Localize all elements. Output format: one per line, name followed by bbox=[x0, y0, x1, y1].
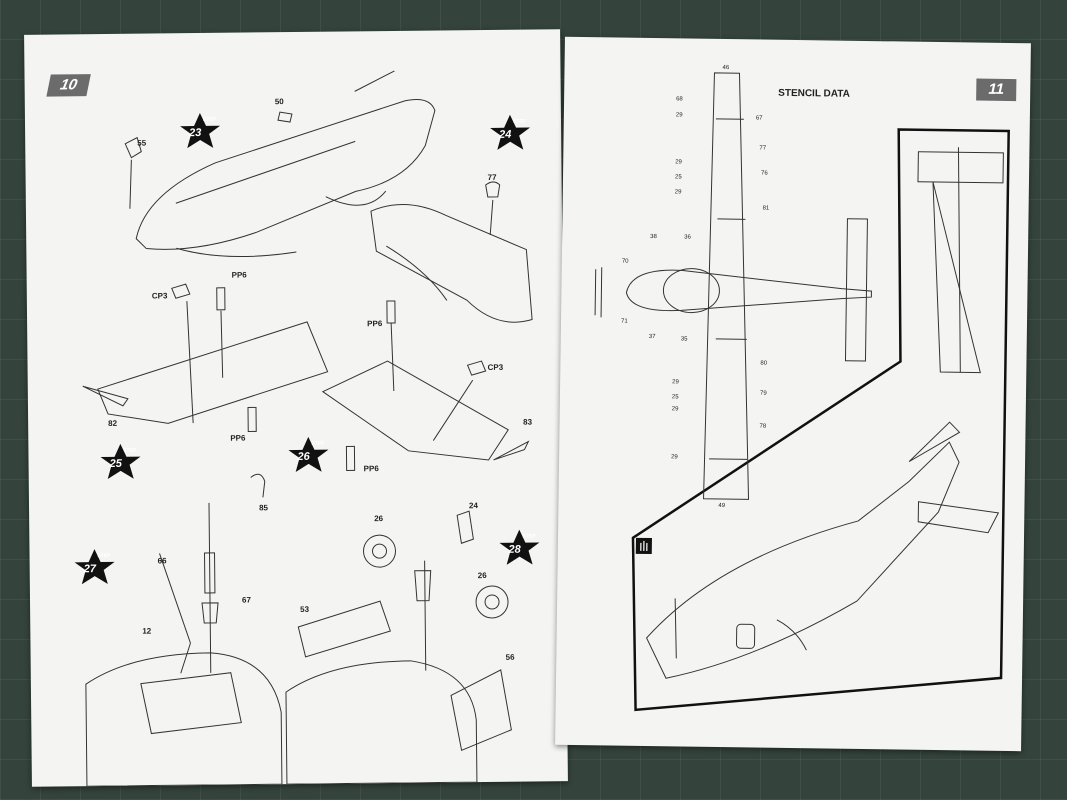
stencil-label: 79 bbox=[760, 391, 767, 397]
door-56-drawing bbox=[450, 669, 512, 751]
part-label: 66 bbox=[158, 556, 168, 565]
svg-text:25: 25 bbox=[109, 458, 123, 470]
stencil-label: 35 bbox=[681, 336, 688, 342]
stencil-label: 77 bbox=[759, 146, 766, 152]
gear-bay-left-drawing bbox=[85, 652, 283, 787]
left-page: 10 bbox=[24, 29, 568, 787]
stencil-label: 29 bbox=[675, 159, 682, 165]
part-label: CP3 bbox=[152, 291, 168, 300]
stencil-label: 49 bbox=[718, 503, 725, 509]
svg-text:STEP: STEP bbox=[203, 117, 217, 123]
part-label: 67 bbox=[242, 595, 252, 604]
fuselage-top-drawing bbox=[135, 98, 436, 250]
stencil-label: 29 bbox=[672, 406, 679, 412]
step-badge-26: STEP 26 bbox=[288, 436, 329, 473]
gear-bay-right-drawing bbox=[285, 660, 478, 785]
right-page: 11 STENCIL DATA bbox=[555, 36, 1031, 752]
part-label: 50 bbox=[275, 97, 285, 106]
stencil-label: 25 bbox=[675, 174, 682, 180]
svg-text:STEP: STEP bbox=[123, 448, 137, 454]
part-label: PP6 bbox=[230, 434, 246, 443]
stencil-label: 46 bbox=[723, 65, 730, 71]
stencil-label: 29 bbox=[675, 189, 682, 195]
engine-cowl-drawing bbox=[370, 203, 533, 323]
fuselage-perspective-drawing bbox=[645, 441, 960, 679]
stencil-label: 80 bbox=[760, 361, 767, 367]
svg-text:27: 27 bbox=[83, 563, 97, 575]
part-label: 83 bbox=[523, 418, 533, 427]
part-label: 82 bbox=[108, 419, 118, 428]
inset-frame bbox=[631, 128, 1010, 712]
part-label: 53 bbox=[300, 605, 310, 614]
stencil-labels: 46 68 29 67 77 29 76 25 29 81 38 36 70 7… bbox=[621, 65, 770, 509]
part-labels: 55 50 77 PP6 CP3 82 PP6 PP6 CP3 83 PP6 8… bbox=[108, 97, 533, 662]
stencil-label: 78 bbox=[760, 424, 767, 430]
svg-text:STEP: STEP bbox=[98, 553, 112, 559]
wheel-26-drawing bbox=[363, 534, 397, 568]
part-label: 85 bbox=[259, 503, 269, 512]
assembly-diagram: STEP 23 STEP 24 STEP 25 STEP 26 STEP 27 … bbox=[74, 70, 540, 787]
door-53-drawing bbox=[297, 600, 391, 658]
stencil-label: 67 bbox=[756, 115, 763, 121]
stencil-label: 71 bbox=[621, 319, 628, 325]
part-label: 56 bbox=[506, 653, 516, 662]
svg-text:24: 24 bbox=[498, 129, 511, 141]
step-badge-25: STEP 25 bbox=[100, 443, 141, 479]
stencil-diagram: 46 68 29 67 77 29 76 25 29 81 38 36 70 7… bbox=[594, 65, 1010, 712]
part-55-drawing bbox=[124, 136, 142, 159]
stencil-label: 76 bbox=[761, 171, 768, 177]
stencil-label: 81 bbox=[763, 206, 770, 212]
stencil-label: 70 bbox=[622, 259, 629, 265]
step-badge-28: STEP 28 bbox=[499, 529, 540, 565]
step-badge-24: STEP 24 bbox=[490, 114, 531, 150]
svg-text:23: 23 bbox=[188, 127, 201, 139]
stencil-label: 38 bbox=[650, 234, 657, 240]
part-label: PP6 bbox=[367, 319, 383, 328]
part-label: 77 bbox=[488, 173, 498, 182]
part-label: 12 bbox=[142, 627, 152, 636]
stencil-label: 29 bbox=[676, 112, 683, 118]
right-wing-drawing bbox=[321, 360, 509, 461]
tailplane-drawing bbox=[844, 218, 868, 362]
svg-text:STEP: STEP bbox=[513, 119, 527, 125]
fuselage-planform-drawing bbox=[625, 269, 872, 312]
hand-warning-icon bbox=[635, 537, 652, 555]
step-badge-23: STEP 23 bbox=[180, 112, 221, 149]
stencil-label: 68 bbox=[676, 96, 683, 102]
part-label: 26 bbox=[374, 514, 384, 523]
svg-text:STEP: STEP bbox=[522, 533, 536, 539]
wheel-26b-drawing bbox=[475, 585, 509, 619]
stencil-label: 25 bbox=[672, 394, 679, 400]
part-label: PP6 bbox=[364, 464, 380, 473]
left-wing-drawing bbox=[97, 321, 329, 424]
svg-text:28: 28 bbox=[507, 544, 521, 556]
part-label: 55 bbox=[137, 139, 147, 148]
stencil-label: 29 bbox=[671, 454, 678, 460]
part-label: 26 bbox=[478, 571, 488, 580]
stencil-label: 29 bbox=[672, 379, 679, 385]
wing-planform-drawing bbox=[703, 72, 750, 500]
stencil-label: 37 bbox=[649, 334, 656, 340]
part-label: PP6 bbox=[232, 271, 248, 280]
part-label: 24 bbox=[469, 501, 479, 510]
stencil-label: 36 bbox=[684, 234, 691, 240]
svg-text:26: 26 bbox=[296, 451, 310, 463]
svg-text:STEP: STEP bbox=[311, 441, 325, 447]
step-badge-27: STEP 27 bbox=[74, 549, 115, 585]
part-label: CP3 bbox=[488, 363, 504, 372]
